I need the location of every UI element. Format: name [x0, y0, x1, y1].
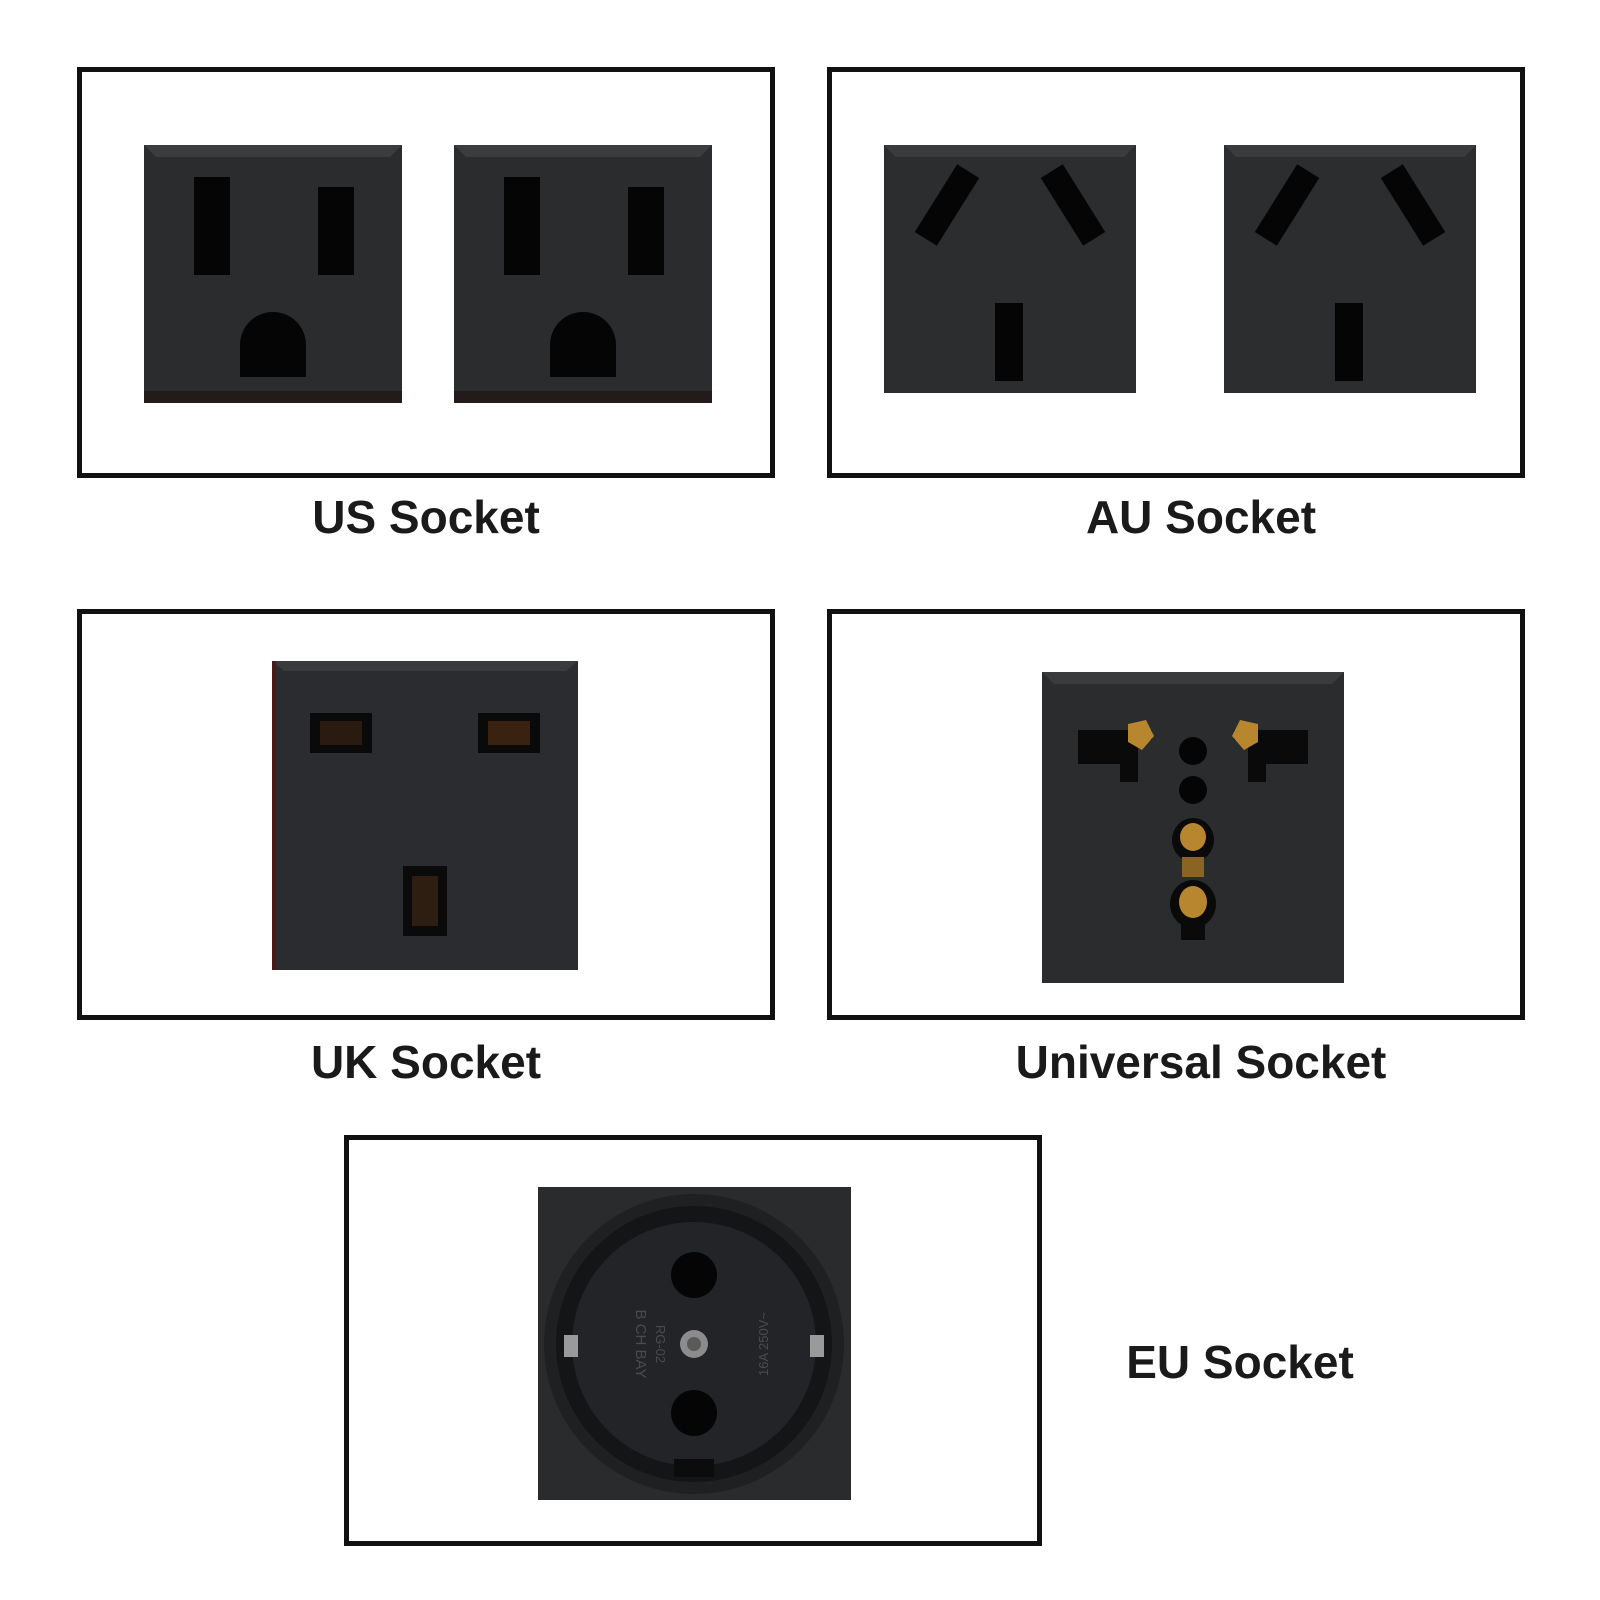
au-socket-left	[884, 145, 1136, 393]
us-socket-panel	[77, 67, 775, 478]
universal-socket	[1042, 672, 1344, 983]
uk-socket	[272, 661, 578, 970]
uk-socket-label: UK Socket	[310, 1036, 542, 1088]
eu-imprint-rating: 16A 250V~	[756, 1312, 771, 1376]
universal-socket-label: Universal Socket	[1015, 1036, 1387, 1088]
us-socket-label: US Socket	[312, 491, 540, 543]
eu-socket-panel: B CH BAY RG-02 16A 250V~	[344, 1135, 1042, 1546]
uk-socket-panel	[77, 609, 775, 1020]
eu-imprint-model: RG-02	[653, 1325, 668, 1363]
eu-socket: B CH BAY RG-02 16A 250V~	[538, 1187, 851, 1500]
au-socket-panel	[827, 67, 1525, 478]
eu-imprint-brand: B CH BAY	[632, 1310, 649, 1379]
au-socket-label: AU Socket	[1085, 491, 1317, 543]
au-socket-right	[1224, 145, 1476, 393]
universal-socket-panel	[827, 609, 1525, 1020]
us-socket-right	[454, 145, 712, 403]
eu-socket-label: EU Socket	[1126, 1336, 1354, 1388]
us-socket-left	[144, 145, 402, 403]
